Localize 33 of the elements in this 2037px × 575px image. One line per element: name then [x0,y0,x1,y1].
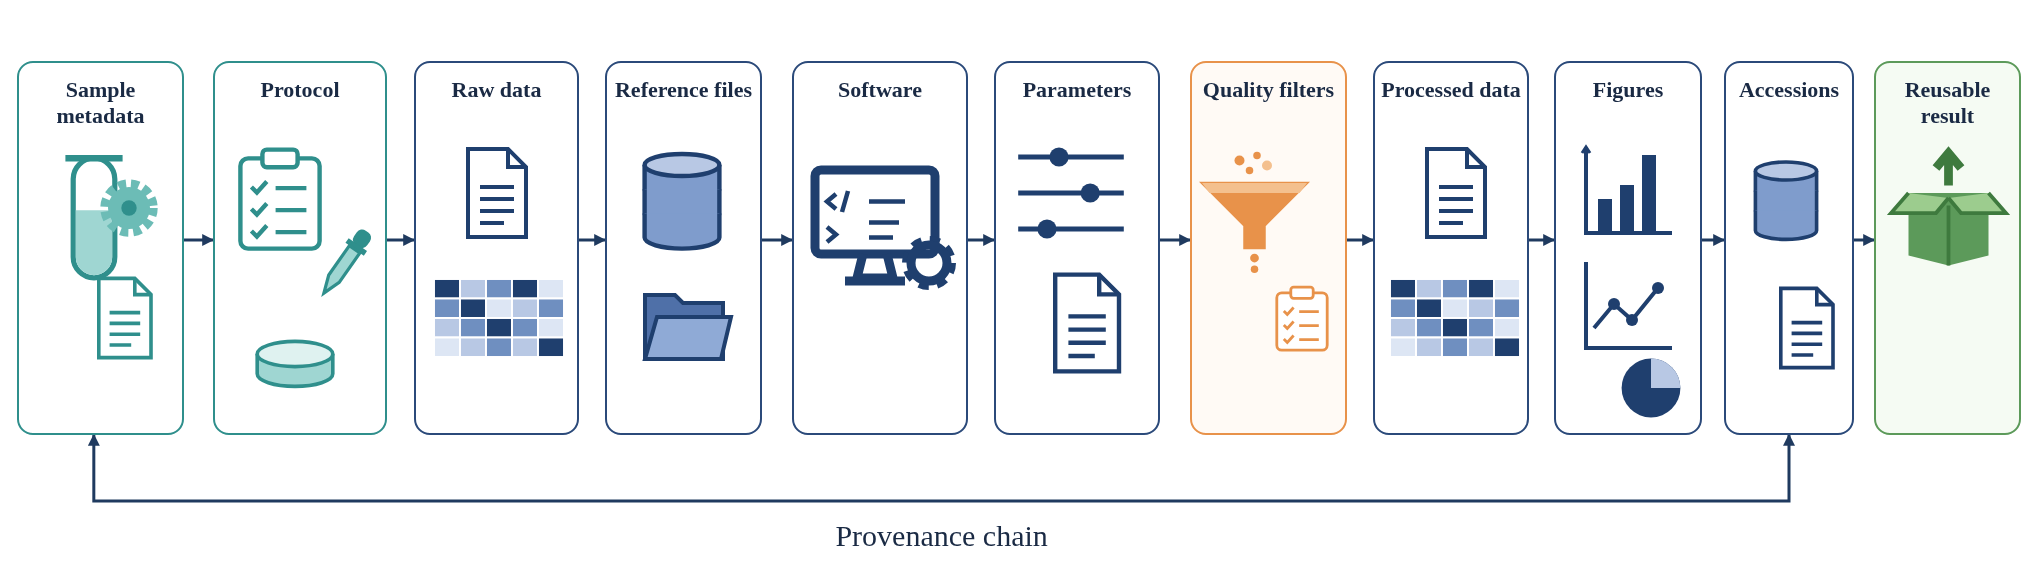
step-title: Figures [1591,77,1665,103]
step-title: Quality filters [1201,77,1336,103]
process-box [605,61,762,435]
step-title: Parameters [1021,77,1133,103]
arrow [87,433,1795,503]
process-box [1190,61,1347,435]
step-title: Raw data [450,77,543,103]
step-title: Processed data [1380,77,1522,103]
arrow [184,234,215,246]
arrow [579,234,607,246]
arrow [1854,234,1876,246]
step-title: Sample metadata [55,77,146,129]
step-title: Protocol [259,77,341,103]
arrow [1529,234,1556,246]
step-title: Software [837,77,923,103]
process-box [1874,61,2021,435]
process-box [17,61,184,435]
process-box [414,61,579,435]
arrow [387,234,416,246]
arrow [1347,234,1375,246]
process-box [1724,61,1854,435]
process-box [994,61,1160,435]
process-box [1554,61,1702,435]
process-box [213,61,387,435]
arrow [1702,234,1726,246]
process-box [792,61,968,435]
step-title: Reference files [614,77,753,103]
arrow [762,234,794,246]
arrow [1160,234,1192,246]
step-title: Reusable result [1903,77,1992,129]
process-box [1373,61,1529,435]
step-title: Accessions [1737,77,1841,103]
arrow [968,234,996,246]
